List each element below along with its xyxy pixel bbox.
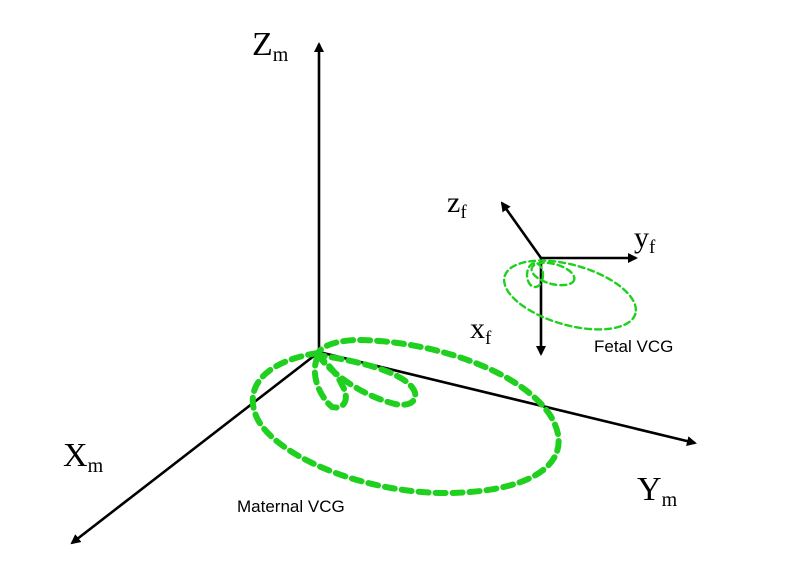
fetal-z-axis xyxy=(500,201,543,259)
fetal-vcg-inner-loop xyxy=(530,261,576,287)
maternal-axes xyxy=(70,42,697,545)
maternal-y-label: Ym xyxy=(637,471,678,511)
fetal-x-label: xf xyxy=(470,312,492,349)
fetal-z-label: zf xyxy=(447,186,467,223)
maternal-vcg-inner-loop xyxy=(311,350,419,408)
fetal-vcg-small-loop xyxy=(525,261,545,289)
fetal-axes xyxy=(500,201,638,356)
fetal-vcg-outer-loop xyxy=(502,259,638,331)
maternal-z-label: Zm xyxy=(252,26,289,66)
maternal-vcg-caption: Maternal VCG xyxy=(237,497,345,516)
fetal-y-label: yf xyxy=(634,221,656,258)
maternal-vcg-small-loop xyxy=(311,351,349,411)
maternal-x-label: Xm xyxy=(63,437,104,477)
fetal-vcg-loop xyxy=(502,259,638,331)
maternal-x-axis xyxy=(70,350,320,545)
maternal-vcg-outer-loop xyxy=(249,336,562,496)
fetal-vcg-caption: Fetal VCG xyxy=(594,337,673,356)
maternal-vcg-loop xyxy=(249,336,562,496)
